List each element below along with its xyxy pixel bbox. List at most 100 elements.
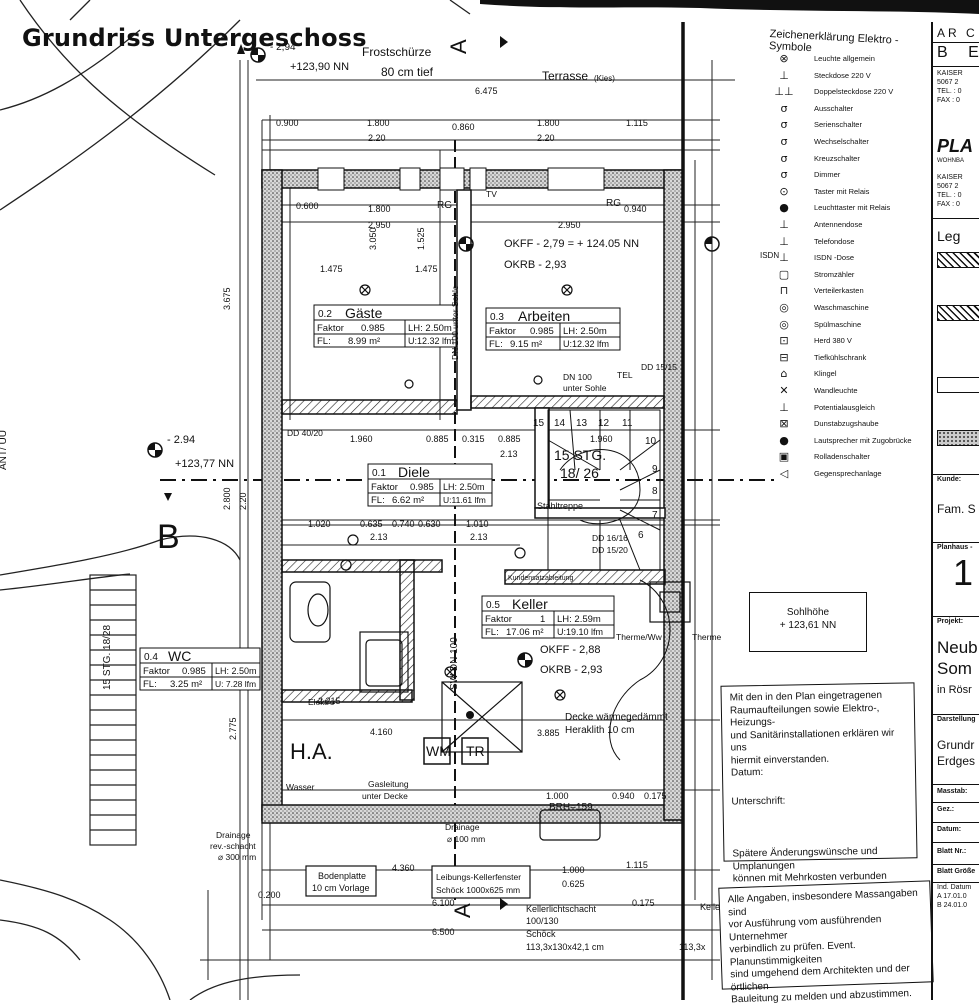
legend-symbol: ⊥ — [779, 251, 789, 265]
step-number: 10 — [645, 436, 657, 447]
legend-item: ⊠Dunstabzugshaube — [762, 415, 932, 432]
tb-masstab: Masstab: — [937, 788, 968, 795]
gasleitung: Gasleitung — [368, 779, 409, 789]
room-arbeiten: 0.3 Arbeiten Faktor 0.985 LH: 2.50m FL: … — [485, 307, 621, 351]
dim: 1.960 — [350, 434, 373, 444]
terrasse: Terrasse — [542, 69, 588, 83]
room-fl-label: FL: — [485, 627, 499, 638]
kellerlichtschacht: Kellerlichtschacht 100/130 Schöck 113,3x… — [526, 902, 720, 952]
consent-note: Mit den in den Plan eingetragenen Raumau… — [720, 682, 918, 897]
legend-symbol: ⊥ — [779, 400, 789, 414]
dim: 2.13 — [370, 532, 388, 542]
legend-label: Serienschalter — [814, 120, 862, 130]
legend-item: ▢Stromzähler — [762, 266, 932, 283]
stair-ratio: 18/ 26 — [560, 465, 599, 481]
legend-label: Stromzähler — [814, 269, 855, 279]
legend-symbol: ⊗ — [779, 52, 789, 65]
legend-symbol: σ — [780, 135, 788, 148]
room-faktor: 0.985 — [410, 482, 434, 493]
bodenplatte-box: Bodenplatte 10 cm Vorlage — [305, 865, 377, 897]
dim: 0.600 — [296, 201, 319, 211]
legend-label: Kreuzschalter — [814, 153, 860, 163]
dim: 6.100 — [432, 898, 455, 908]
legend-label: Waschmaschine — [814, 303, 869, 312]
tb-projekt-1: Neub — [937, 638, 978, 657]
dim: 2.950 — [558, 220, 581, 230]
legend-item: ⊥Antennendose — [762, 216, 932, 233]
tb-legend-empty — [937, 377, 979, 393]
legend-symbol: ✕ — [779, 384, 789, 397]
room-faktor: 0.985 — [361, 323, 385, 334]
bodenplatte-2: 10 cm Vorlage — [312, 883, 370, 893]
dim: 2.215 — [318, 696, 341, 706]
leibungs-box: Leibungs-Kellerfenster Schöck 1000x625 m… — [431, 865, 531, 899]
legend-item: ⊥Potentialausgleich — [762, 399, 932, 416]
dim: 1.115 — [626, 860, 648, 870]
dim: 2.13 — [470, 532, 488, 542]
room-faktor: 0.985 — [182, 666, 206, 677]
tb-ar: AR C — [937, 26, 978, 40]
room-id: 0.2 — [318, 309, 332, 320]
okrb-top: OKRB - 2,93 — [504, 259, 566, 271]
brh-label: BRH=159 — [549, 802, 593, 813]
tb-ind: Ind. Datum — [937, 884, 972, 891]
consent-line: Spätere Änderungswünsche und Umplanungen — [732, 845, 878, 873]
bodenplatte: Bodenplatte — [318, 871, 366, 881]
dim: 0.740 — [392, 519, 415, 529]
legend-item: ▣Rolladenschalter — [762, 448, 932, 465]
stair-label: 15 STG. — [554, 447, 606, 463]
room-name: Keller — [512, 596, 548, 612]
dim: 1.000 — [562, 865, 585, 875]
dim: 0.175 — [644, 791, 667, 801]
legend-symbol: ◎ — [779, 317, 789, 331]
step-number: 6 — [638, 530, 644, 541]
room-name: WC — [168, 648, 191, 664]
legend-label: Spülmaschine — [814, 319, 862, 329]
dd-label: DD 15/15 — [641, 362, 677, 372]
kundensatz: Kundensatzableitung — [508, 575, 573, 582]
dim: 1.475 — [320, 264, 343, 274]
tb-tel2: TEL. : 0 — [937, 192, 962, 199]
tb-projekt-2: Som — [937, 659, 972, 678]
revschacht-3: ⌀ 300 mm — [218, 852, 256, 862]
tb-kunde-label: Kunde: — [937, 476, 962, 483]
tb-legend-hatch-2 — [937, 305, 979, 321]
legend-item: ⊗ Leuchte allgemein — [762, 50, 932, 67]
legend-label: Doppelsteckdose 220 V — [814, 87, 894, 97]
room-faktor-label: Faktor — [485, 614, 512, 625]
room-id: 0.3 — [490, 312, 504, 323]
legend-item: ⌂Klingel — [762, 365, 932, 382]
room-fl-label: FL: — [143, 679, 157, 690]
room-u: U:19.10 lfm — [557, 627, 603, 637]
tb-nums1: 5067 2 — [937, 79, 959, 86]
tel-label: TEL — [617, 370, 633, 380]
consent-line: und Sanitärinstallationen erklären wir u… — [730, 727, 895, 754]
level-left-nn: +123,77 NN — [175, 458, 234, 470]
dim: 3.885 — [537, 728, 560, 738]
floor-drain — [466, 711, 474, 719]
dim: 0.625 — [562, 879, 585, 889]
room-id: 0.1 — [372, 468, 386, 479]
legend-label: Tiefkühlschrank — [814, 352, 867, 362]
legend-item: ◎ Spülmaschine — [762, 316, 932, 333]
legend-label: Leuchte allgemein — [814, 54, 875, 63]
dim: 6.500 — [432, 927, 455, 937]
legend-symbol: ⊙ — [779, 184, 789, 198]
room-u: U:12.32 lfm — [408, 336, 454, 346]
stair-step-numbers: 15 14 13 12 11 10 9 8 7 6 — [533, 418, 658, 541]
title-block: AR C B E KAISER 5067 2 TEL. : 0 FAX : 0 … — [931, 22, 979, 1000]
dn100-note: DN 100 unter Sohle — [450, 285, 460, 360]
decke-note: Decke wärmegedämmt — [565, 712, 668, 723]
legend-symbol: ⊓ — [779, 284, 789, 298]
ha-label: H.A. — [290, 739, 333, 764]
klsch-5: 113,3x — [679, 942, 706, 952]
dim: 2.20 — [368, 133, 386, 143]
legend-label: Leuchttaster mit Relais — [814, 203, 891, 213]
decke-note-2: Heraklith 10 cm — [565, 725, 634, 736]
room-fl: 8.99 m² — [348, 336, 380, 347]
dim: 0.940 — [624, 204, 647, 214]
rg-label: RG — [606, 198, 621, 209]
legend-item: ⊟Tiefkühlschrank — [762, 349, 932, 366]
